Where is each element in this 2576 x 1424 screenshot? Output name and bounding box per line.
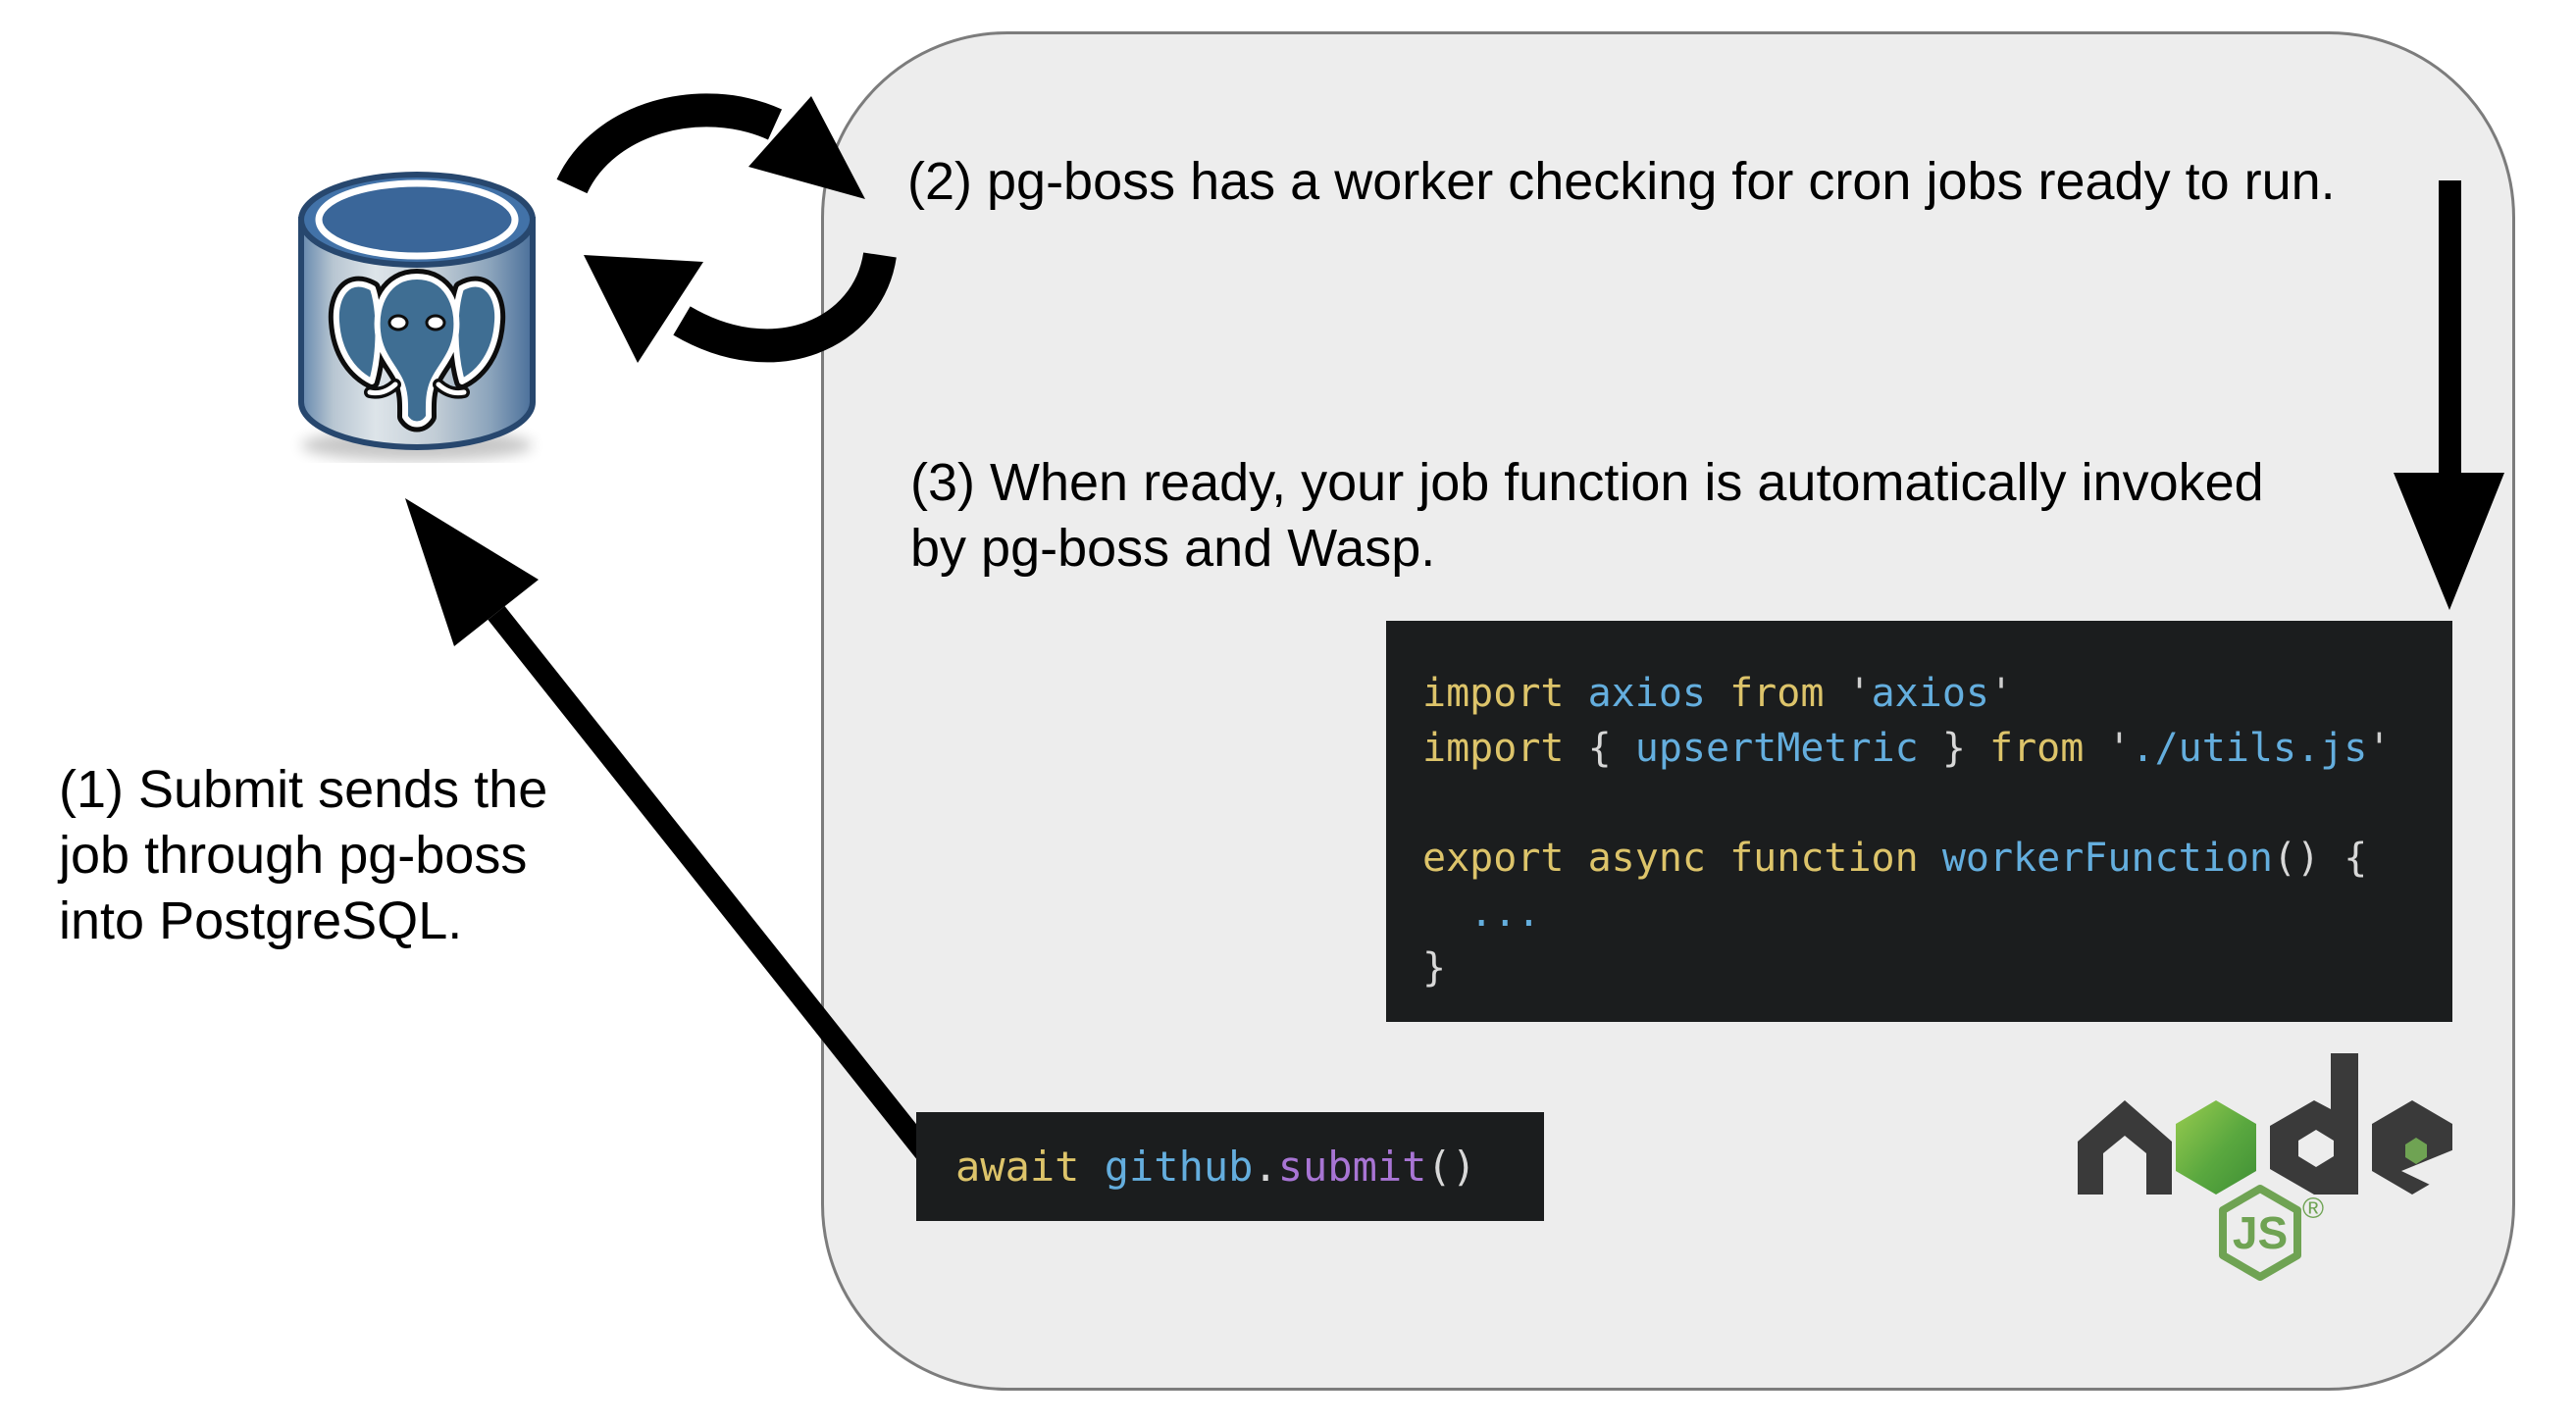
step3-label: (3) When ready, your job function is aut… <box>910 453 2264 578</box>
node-letter-o-hexagon <box>2176 1100 2256 1195</box>
worker-code-line: } <box>1422 945 1447 991</box>
worker-code-line: export async function workerFunction() { <box>1422 836 2368 881</box>
node-letter-n <box>2078 1100 2172 1195</box>
worker-code-line: ... <box>1422 890 1541 936</box>
worker-code-line: import axios from 'axios' <box>1422 671 2014 716</box>
node-js-badge-text: JS <box>2233 1207 2288 1258</box>
registered-trademark-icon: ® <box>2302 1193 2324 1225</box>
submit-code-line: await github.submit() <box>955 1143 1477 1191</box>
worker-code-block: import axios from 'axios' import { upsert… <box>1386 621 2452 1022</box>
worker-code-line: import { upsertMetric } from './utils.js… <box>1422 726 2392 771</box>
postgres-elephant-icon <box>328 269 506 432</box>
worker-code-line <box>1422 776 2452 831</box>
step1-label: (1) Submit sends the job through pg-boss… <box>59 760 548 950</box>
node-letter-d <box>2270 1053 2358 1195</box>
node-wordmark <box>2078 1053 2454 1196</box>
node-letter-e-dot <box>2405 1138 2427 1164</box>
step2-label: (2) pg-boss has a worker checking for cr… <box>907 152 2336 211</box>
submit-code-block: await github.submit() <box>916 1112 1544 1221</box>
node-letter-e-notch <box>2401 1149 2454 1196</box>
nodejs-logo: JS ® <box>2078 1053 2454 1281</box>
node-js-badge: JS ® <box>2219 1185 2324 1281</box>
postgresql-database-icon <box>298 172 536 461</box>
node-letter-d-hole <box>2298 1130 2334 1167</box>
